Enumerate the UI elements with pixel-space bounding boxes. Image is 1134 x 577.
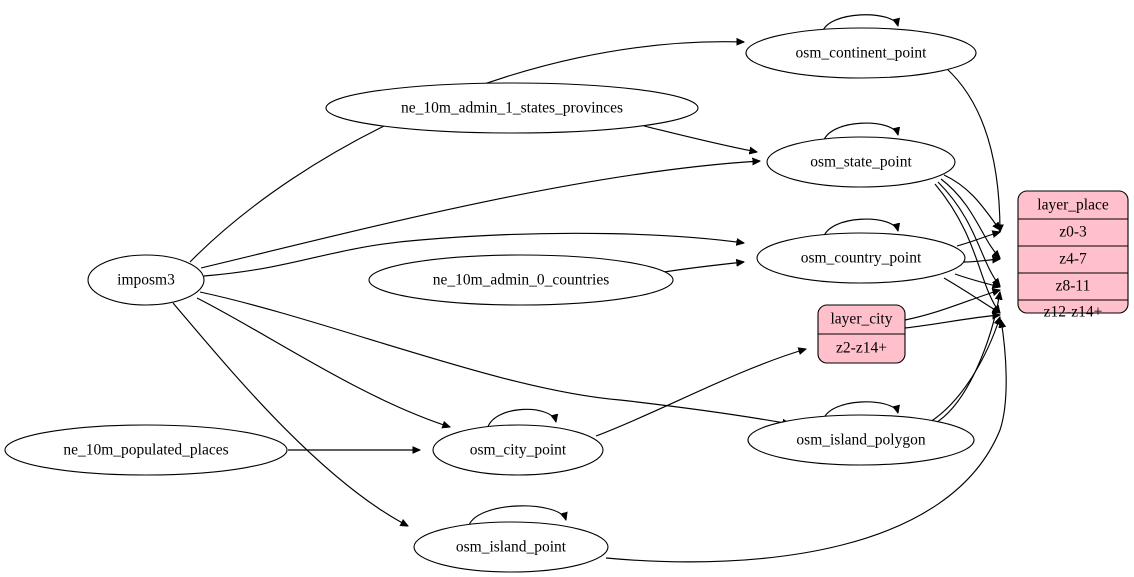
node-label-ne_countries: ne_10m_admin_0_countries bbox=[433, 272, 610, 289]
node-ne_10m_admin_0_countries[interactable]: ne_10m_admin_0_countries bbox=[368, 254, 674, 306]
node-osm_city_point[interactable]: osm_city_point bbox=[432, 424, 604, 476]
node-label-osm_city_point: osm_city_point bbox=[470, 442, 567, 459]
edge-ne_states-to-osm_state_point bbox=[643, 125, 757, 152]
nodes-layer: imposm3 ne_10m_admin_1_states_provinces … bbox=[4, 27, 1129, 573]
node-label-ne_populated: ne_10m_populated_places bbox=[63, 442, 228, 459]
node-ne_10m_admin_1_states_provinces[interactable]: ne_10m_admin_1_states_provinces bbox=[325, 82, 699, 134]
edge-osm_country_point-to-layer_place-z0-3 bbox=[956, 232, 1000, 247]
node-imposm3[interactable]: imposm3 bbox=[87, 254, 205, 306]
edge-self-loop-osm_city_point bbox=[486, 408, 556, 431]
edge-imposm3-to-osm_city_point bbox=[196, 297, 450, 427]
layer_place-row-z4-7[interactable]: z4-7 bbox=[1059, 251, 1087, 268]
node-osm_island_polygon[interactable]: osm_island_polygon bbox=[747, 414, 975, 466]
edge-imposm3-to-osm_continent_point bbox=[189, 42, 744, 263]
edge-osm_state_point-to-layer_place-z12-z14+ bbox=[934, 183, 1000, 313]
layer_place-row-z8-11[interactable]: z8-11 bbox=[1056, 278, 1091, 295]
node-label-ne_states: ne_10m_admin_1_states_provinces bbox=[401, 100, 623, 117]
edge-self-loop-osm_country_point bbox=[822, 218, 898, 240]
node-label-osm_island_polygon: osm_island_polygon bbox=[796, 432, 925, 449]
edge-osm_state_point-to-layer_place-z0-3 bbox=[943, 174, 1000, 230]
node-label-osm_state_point: osm_state_point bbox=[810, 154, 912, 171]
edge-layer_city-to-layer_place-z12-z14+ bbox=[904, 315, 1000, 329]
layer_place-row-z0-3[interactable]: z0-3 bbox=[1059, 224, 1087, 241]
node-osm_country_point[interactable]: osm_country_point bbox=[756, 232, 966, 284]
edge-osm_country_point-to-layer_place-z8-11 bbox=[954, 273, 1000, 287]
edge-osm_continent_point-to-layer_place-z0-3 bbox=[945, 67, 1000, 232]
node-ne_10m_populated_places[interactable]: ne_10m_populated_places bbox=[4, 424, 288, 476]
edge-imposm3-to-osm_state_point bbox=[200, 161, 760, 269]
edge-osm_city_point-to-layer_city-z2-z14+ bbox=[595, 349, 806, 437]
node-layer_city[interactable]: layer_city z2-z14+ bbox=[817, 304, 906, 364]
edge-ne_countries-to-osm_country_point bbox=[663, 262, 744, 273]
edge-osm_country_point-to-layer_place-z12-z14+ bbox=[943, 277, 1000, 313]
edge-osm_island_polygon-to-layer_place-z8-11 bbox=[933, 292, 1000, 425]
layer_city-row-z2-z14[interactable]: z2-z14+ bbox=[836, 340, 887, 357]
node-label-imposm3: imposm3 bbox=[117, 272, 175, 289]
node-osm_continent_point[interactable]: osm_continent_point bbox=[745, 27, 977, 79]
edge-osm_state_point-to-layer_place-z4-7 bbox=[940, 178, 1000, 258]
node-layer_place[interactable]: layer_place z0-3 z4-7 z8-11 z12-z14+ bbox=[1017, 190, 1129, 321]
layer_place-row-z12-z14[interactable]: z12-z14+ bbox=[1044, 304, 1103, 321]
edge-osm_island_point-to-layer_place-z12-z14+ bbox=[605, 320, 1007, 563]
edge-layer_city-to-layer_place-z8-11 bbox=[904, 290, 1000, 321]
node-label-osm_continent_point: osm_continent_point bbox=[796, 45, 928, 62]
layer_place-header-label: layer_place bbox=[1037, 197, 1109, 214]
edge-osm_island_polygon-to-layer_place-z12-z14+ bbox=[929, 317, 1000, 423]
node-label-osm_island_point: osm_island_point bbox=[456, 539, 567, 556]
edge-self-loop-osm_continent_point bbox=[821, 14, 898, 34]
node-osm_island_point[interactable]: osm_island_point bbox=[413, 521, 609, 573]
edge-self-loop-osm_island_polygon bbox=[822, 401, 898, 422]
edge-imposm3-to-osm_country_point bbox=[203, 232, 744, 277]
node-osm_state_point[interactable]: osm_state_point bbox=[766, 136, 956, 188]
edges-layer bbox=[172, 14, 1007, 563]
edge-imposm3-to-osm_island_point bbox=[172, 302, 408, 526]
edge-self-loop-osm_island_point bbox=[467, 505, 566, 529]
edge-osm_country_point-to-layer_place-z4-7 bbox=[963, 259, 1000, 262]
edge-self-loop-osm_state_point bbox=[822, 122, 898, 144]
edge-imposm3-to-osm_island_polygon bbox=[199, 291, 790, 424]
node-label-osm_country_point: osm_country_point bbox=[801, 250, 922, 267]
layer_city-header-label: layer_city bbox=[831, 311, 893, 328]
